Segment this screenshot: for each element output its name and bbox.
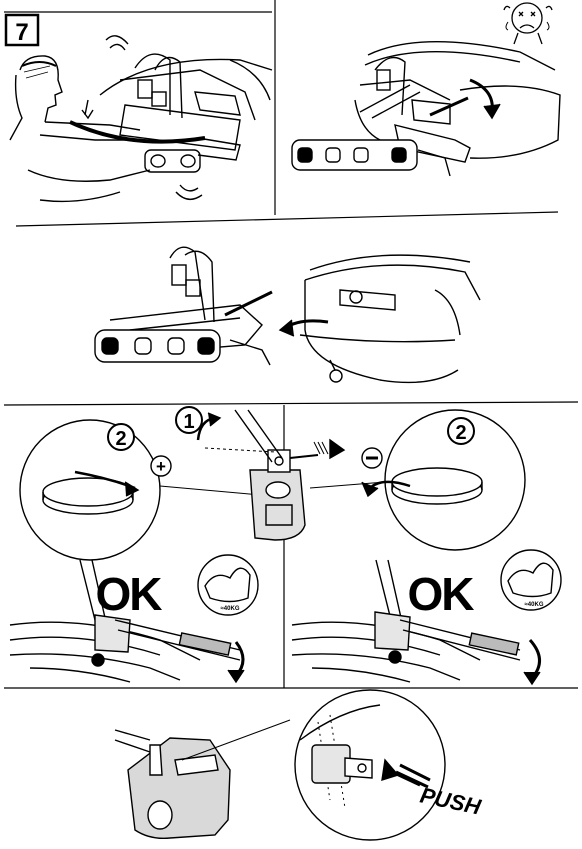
step-number-box: 7 <box>4 13 40 47</box>
panel-ok-right <box>291 549 562 686</box>
ok-label-left: OK <box>96 568 163 620</box>
panel-remove-carrier <box>9 35 273 203</box>
panel-crying-face <box>503 2 553 45</box>
panel-push <box>114 689 446 841</box>
turn-number-1: 1 <box>183 411 194 433</box>
force-label-right: ≈40KG <box>525 602 544 608</box>
plus-sign: + <box>156 457 166 476</box>
push-label: PUSH <box>418 782 484 819</box>
ok-left-labels: OK ≈40KG <box>96 568 240 620</box>
turn-number-2-right: 2 <box>455 422 466 444</box>
turn-number-2-left: 2 <box>115 428 126 450</box>
panel-unlock <box>19 406 526 561</box>
panel-lower-carrier <box>94 246 481 384</box>
unlock-labels: 1 2 2 + <box>115 411 466 476</box>
force-label-left: ≈40KG <box>221 606 240 612</box>
push-labels: PUSH <box>418 782 484 819</box>
panel-ok-left <box>9 554 259 684</box>
step-number: 7 <box>15 19 28 46</box>
ok-label-right: OK <box>408 568 475 620</box>
panel-carrier-on-car <box>291 41 561 177</box>
ok-right-labels: OK ≈40KG <box>408 568 544 620</box>
